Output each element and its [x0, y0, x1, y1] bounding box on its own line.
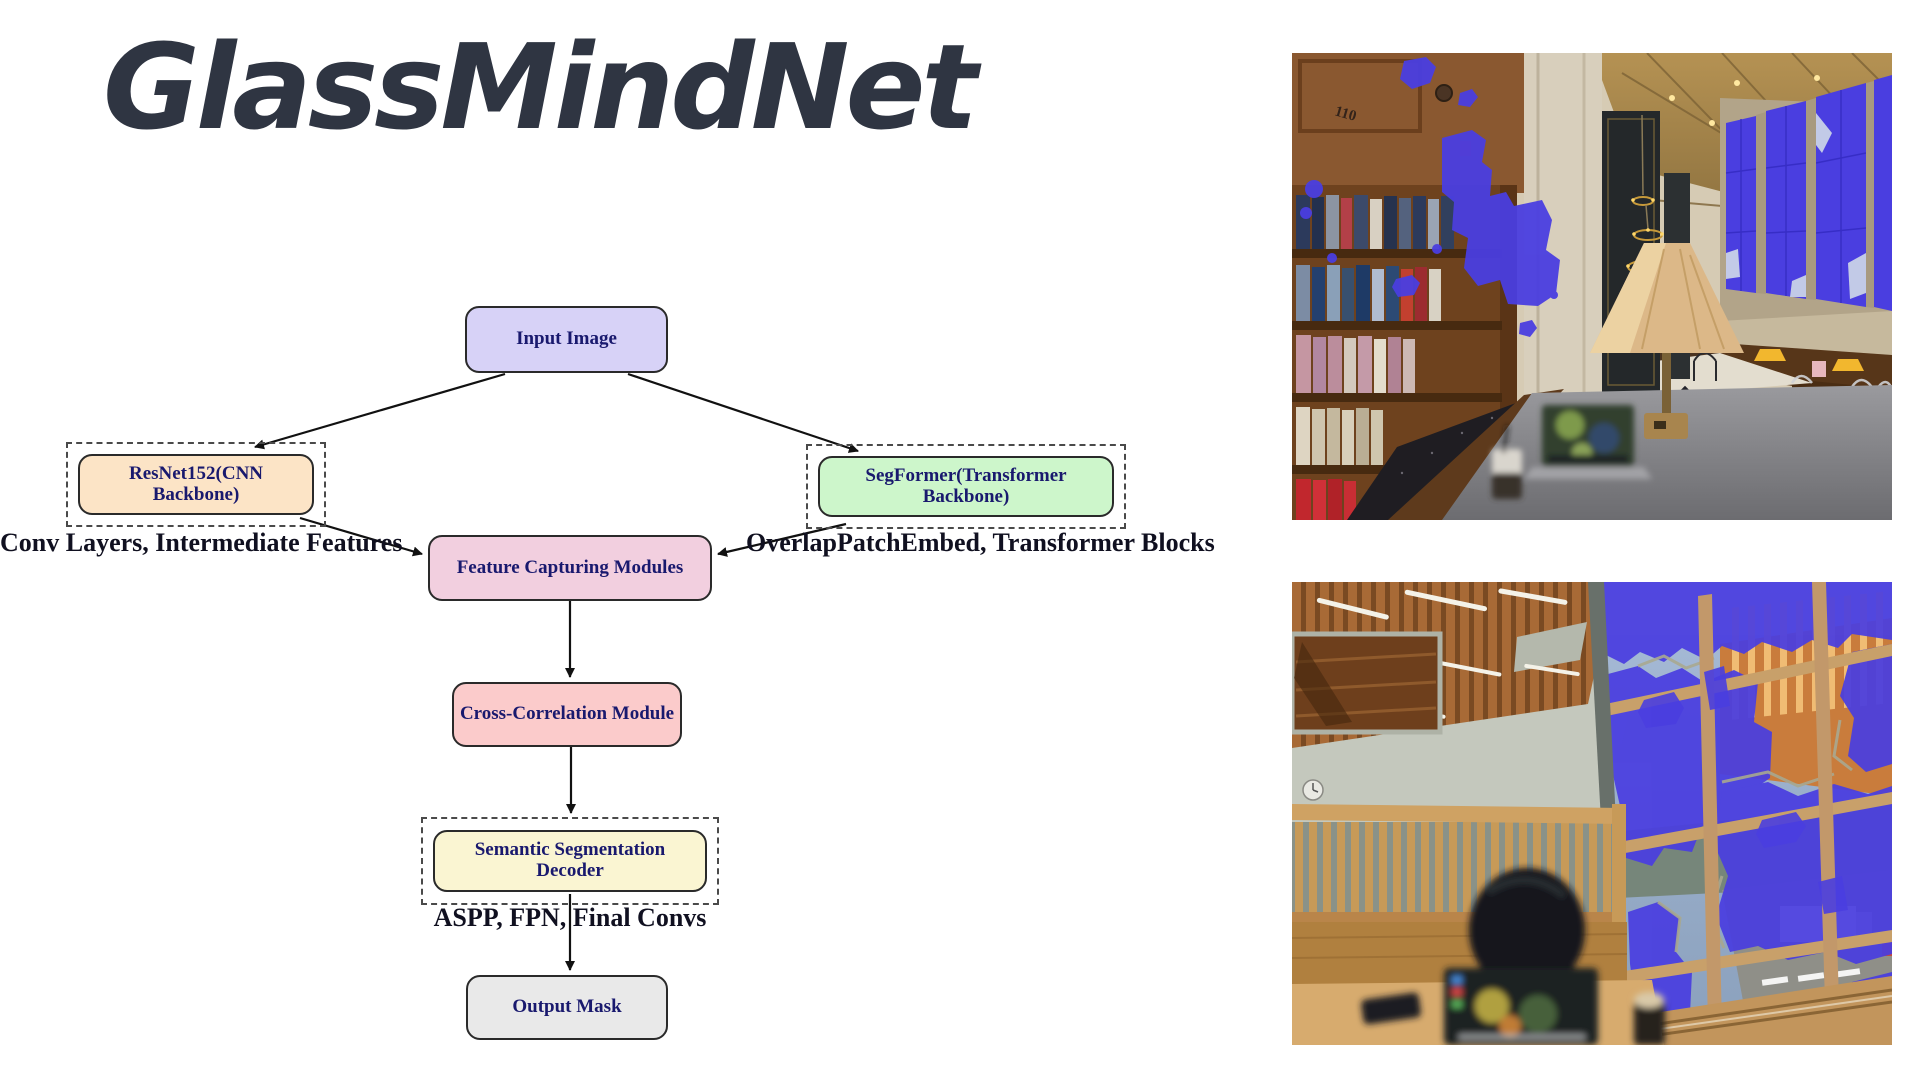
node-label: Feature Capturing Modules [456, 556, 684, 578]
phone [1361, 992, 1421, 1025]
laptop [1444, 968, 1598, 1045]
flowchart-node-input-image: Input Image [465, 306, 668, 373]
flowchart-node-output-mask: Output Mask [466, 975, 668, 1040]
tall-windows-with-segmentation [1720, 75, 1892, 405]
mezzanine-window [1292, 631, 1443, 735]
node-label: Cross-Correlation Module [459, 703, 675, 725]
book-row-2 [1296, 265, 1441, 321]
foreground-objects [1361, 868, 1665, 1045]
flowchart-dashed-decoder: Semantic Segmentation Decoder [421, 817, 719, 905]
backpack [1469, 868, 1585, 992]
caption-decoder: ASPP, FPN, Final Convs [433, 903, 707, 932]
node-label: Input Image [516, 328, 617, 350]
wall-clock [1302, 779, 1324, 801]
arrow-input-to-segformer [627, 372, 859, 453]
laptop-and-coffee [1492, 405, 1652, 499]
flowchart-node-segformer: SegFormer(Transformer Backbone) [818, 456, 1114, 517]
node-label: Semantic Segmentation Decoder [474, 839, 666, 881]
flowchart-dashed-segformer: SegFormer(Transformer Backbone) [806, 444, 1126, 529]
book-row-3 [1296, 335, 1415, 393]
caption-resnet: Conv Layers, Intermediate Features [0, 528, 403, 557]
book-row-1 [1296, 195, 1454, 249]
node-label: SegFormer(Transformer Backbone) [865, 464, 1067, 507]
flowchart-arrows [254, 372, 859, 971]
photo-library-reading-room: 110 [1292, 53, 1892, 520]
flowchart-node-cross-correlation: Cross-Correlation Module [452, 682, 682, 747]
flowchart-node-feature-capturing: Feature Capturing Modules [428, 535, 712, 601]
book-row-5 [1296, 479, 1356, 520]
glass-wall-with-segmentation [1588, 582, 1892, 1045]
arrow-segformer-to-fcm [717, 522, 847, 557]
book-row-4 [1296, 407, 1383, 465]
page-title: GlassMindNet [103, 18, 978, 156]
wooden-table-lamp [1590, 243, 1744, 439]
flowchart-node-decoder: Semantic Segmentation Decoder [433, 830, 707, 892]
caption-segformer: OverlapPatchEmbed, Transformer Blocks [746, 528, 1215, 557]
flowchart-node-resnet: ResNet152(CNN Backbone) [78, 454, 314, 515]
coffee-cup [1634, 992, 1665, 1045]
flowchart-dashed-resnet: ResNet152(CNN Backbone) [66, 442, 326, 527]
door-sign-110: 110 [1333, 103, 1358, 124]
arrow-input-to-resnet [254, 372, 506, 450]
node-label: ResNet152(CNN Backbone) [128, 462, 264, 505]
windowsill [1622, 976, 1892, 1045]
node-label: Output Mask [512, 996, 622, 1018]
arrow-resnet-to-fcm [299, 516, 423, 557]
photo-modern-interior [1292, 582, 1892, 1045]
